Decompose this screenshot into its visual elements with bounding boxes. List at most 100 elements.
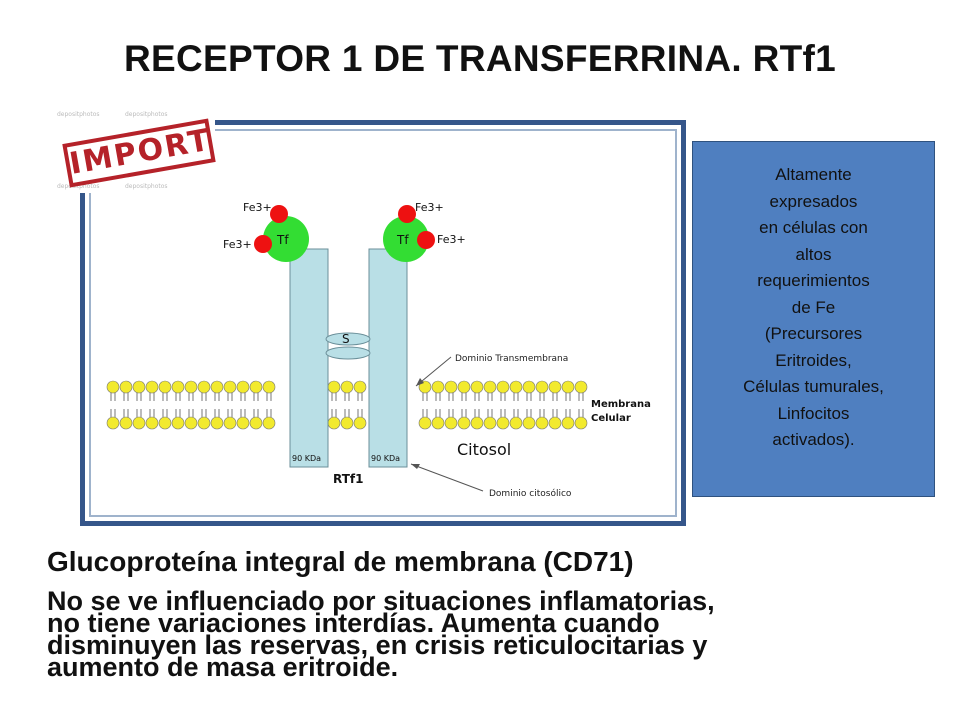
callout-line: de Fe <box>791 297 836 317</box>
kda-label-left: 90 KDa <box>292 454 321 463</box>
import-stamp: depositphotos depositphotos depositphoto… <box>55 103 216 193</box>
lipid-head <box>262 416 276 430</box>
rtf1-label: RTf1 <box>333 472 363 486</box>
transmembrane-label: Dominio Transmembrana <box>455 354 568 364</box>
cytosolic-label: Dominio citosólico <box>489 488 572 499</box>
lipid-head <box>249 380 263 394</box>
lipid-head <box>119 416 133 430</box>
lipid-head <box>171 380 185 394</box>
citosol-label: Citosol <box>457 440 511 459</box>
lipid-head <box>561 416 575 430</box>
lipid-head <box>444 380 458 394</box>
lipid-head <box>223 380 237 394</box>
paragraph-line: disminuyen las reservas, en crisis retic… <box>47 630 708 660</box>
lipid-head <box>353 380 367 394</box>
watermark-text: depositphotos <box>125 183 168 190</box>
lipid-head <box>483 380 497 394</box>
disulfide-bridge-top <box>325 332 371 346</box>
lipid-head <box>535 380 549 394</box>
arrowhead <box>411 464 420 469</box>
lipid-head <box>158 416 172 430</box>
lipid-head <box>431 380 445 394</box>
lipid-head <box>158 380 172 394</box>
fe-label: Fe3+ <box>243 201 272 214</box>
lipid-head <box>353 416 367 430</box>
lipid-head <box>249 416 263 430</box>
receptor-figure: S Tf Tf Fe3+ Fe3+ Fe3+ Fe3+ Dominio Tran… <box>89 129 677 517</box>
lipid-head <box>145 380 159 394</box>
fe-label: Fe3+ <box>437 233 466 246</box>
import-stamp-label: IMPORT <box>62 118 216 188</box>
lipid-head <box>548 416 562 430</box>
cytosolic-pointer <box>410 463 484 492</box>
lipid-head <box>574 416 588 430</box>
transferrin-left <box>263 216 309 262</box>
lipid-head <box>535 416 549 430</box>
watermark-text: depositphotos <box>125 111 168 118</box>
lipid-head <box>496 416 510 430</box>
receptor-figure-frame: S Tf Tf Fe3+ Fe3+ Fe3+ Fe3+ Dominio Tran… <box>80 120 686 526</box>
transferrin-receptor-diagram: S Tf Tf Fe3+ Fe3+ Fe3+ Fe3+ Dominio Tran… <box>106 201 651 499</box>
lipid-head <box>327 416 341 430</box>
lipid-head <box>132 416 146 430</box>
lipid-head <box>223 416 237 430</box>
lipid-head <box>119 380 133 394</box>
lipid-head <box>184 380 198 394</box>
lipid-head <box>457 380 471 394</box>
lipid-head <box>236 380 250 394</box>
lipid-head <box>483 416 497 430</box>
fe-label: Fe3+ <box>415 201 444 214</box>
glycoprotein-statement: Glucoproteína integral de membrana (CD71… <box>47 546 634 577</box>
fe-atom <box>254 235 272 253</box>
receptor-column-left <box>289 248 329 468</box>
callout-line: requerimientos <box>757 271 870 290</box>
membrane-label: Membrana <box>591 399 651 410</box>
lipid-head <box>457 416 471 430</box>
lipid-head <box>145 416 159 430</box>
expression-callout: Altamente expresados en células con alto… <box>692 141 935 497</box>
arrowhead <box>416 378 424 386</box>
callout-line: activados). <box>772 430 855 449</box>
fe-label: Fe3+ <box>223 238 252 251</box>
lipid-head <box>171 416 185 430</box>
callout-line: (Precursores <box>764 324 863 343</box>
paragraph-line: aumento de masa eritroide. <box>47 652 399 682</box>
lipid-head <box>431 416 445 430</box>
fe-atom <box>270 205 288 223</box>
lipid-head <box>236 416 250 430</box>
lipid-head <box>184 416 198 430</box>
paragraph-line: no tiene variaciones interdías. Aumenta … <box>47 608 660 638</box>
fe-atom <box>417 231 435 249</box>
lipid-head <box>509 416 523 430</box>
tf-label-right: Tf <box>396 233 409 247</box>
regulation-paragraph: No se ve influenciado por situaciones in… <box>47 586 947 682</box>
lipid-head <box>197 380 211 394</box>
paragraph-line: No se ve influenciado por situaciones in… <box>47 586 715 616</box>
callout-line: Células tumurales, <box>743 377 884 396</box>
lipid-head <box>197 416 211 430</box>
callout-line: expresados <box>769 191 858 211</box>
receptor-column-right <box>368 248 408 468</box>
membrane-label: Celular <box>591 413 631 424</box>
lipid-head <box>509 380 523 394</box>
fe-atom <box>398 205 416 223</box>
lipid-head <box>262 380 276 394</box>
callout-line: en células con <box>759 218 868 237</box>
watermark-text: depositphotos <box>57 183 100 190</box>
lipid-head <box>574 380 588 394</box>
lipid-head <box>106 380 120 394</box>
watermark-text: depositphotos <box>57 111 100 118</box>
lipid-head <box>418 416 432 430</box>
callout-line: Linfocitos <box>777 403 850 423</box>
lipid-head <box>522 416 536 430</box>
lipid-head <box>470 380 484 394</box>
disulfide-bridge-bottom <box>325 346 371 360</box>
slide-title: RECEPTOR 1 DE TRANSFERRINA. RTf1 <box>124 38 836 79</box>
lipid-head <box>210 416 224 430</box>
callout-line: altos <box>795 244 832 264</box>
lipid-head <box>496 380 510 394</box>
lipid-head <box>561 380 575 394</box>
kda-label-right: 90 KDa <box>371 454 400 463</box>
lipid-head <box>210 380 224 394</box>
tf-label-left: Tf <box>276 233 289 247</box>
